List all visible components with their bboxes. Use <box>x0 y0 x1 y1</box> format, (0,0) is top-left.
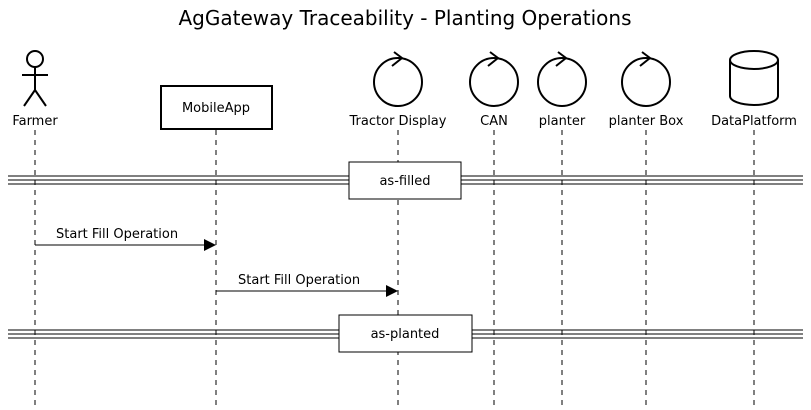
arrow-head-icon <box>204 239 216 251</box>
divider-as-filled: as-filled <box>8 161 803 200</box>
control-icon <box>469 51 519 107</box>
participant-label-tractor-display: Tractor Display <box>349 114 447 129</box>
participant-label-farmer: Farmer <box>12 114 58 129</box>
participant-planter: planter <box>537 51 587 129</box>
participant-dataplatform: DataPlatform <box>711 50 797 129</box>
diagram-title: AgGateway Traceability - Planting Operat… <box>179 6 632 30</box>
message-label: Start Fill Operation <box>56 227 178 242</box>
participant-tractor-display: Tractor Display <box>349 51 447 129</box>
divider-as-planted: as-planted <box>8 314 803 353</box>
lifelines <box>34 130 755 410</box>
message-start-fill-operation-1: Start Fill Operation <box>35 227 216 251</box>
actor-icon <box>22 50 48 107</box>
participant-box <box>160 85 273 130</box>
participant-can: CAN <box>469 51 519 129</box>
control-icon <box>537 51 587 107</box>
participant-label-can: CAN <box>480 114 508 129</box>
participant-farmer: Farmer <box>12 50 58 129</box>
participant-label-mobileapp: MobileApp <box>182 101 250 116</box>
database-icon <box>729 50 779 106</box>
control-icon <box>621 51 671 107</box>
divider-label: as-filled <box>379 174 430 189</box>
participant-mobileapp: MobileApp <box>160 85 273 130</box>
participant-label-planter: planter <box>539 114 586 129</box>
arrow-head-icon <box>386 285 398 297</box>
message-label: Start Fill Operation <box>238 273 360 288</box>
message-start-fill-operation-2: Start Fill Operation <box>216 273 398 297</box>
participant-label-planter-box: planter Box <box>609 114 684 129</box>
divider-label: as-planted <box>371 327 440 342</box>
control-icon <box>373 51 423 107</box>
participant-label-dataplatform: DataPlatform <box>711 114 797 129</box>
participant-planter-box: planter Box <box>609 51 684 129</box>
divider-box <box>348 161 462 200</box>
divider-box <box>338 314 473 353</box>
